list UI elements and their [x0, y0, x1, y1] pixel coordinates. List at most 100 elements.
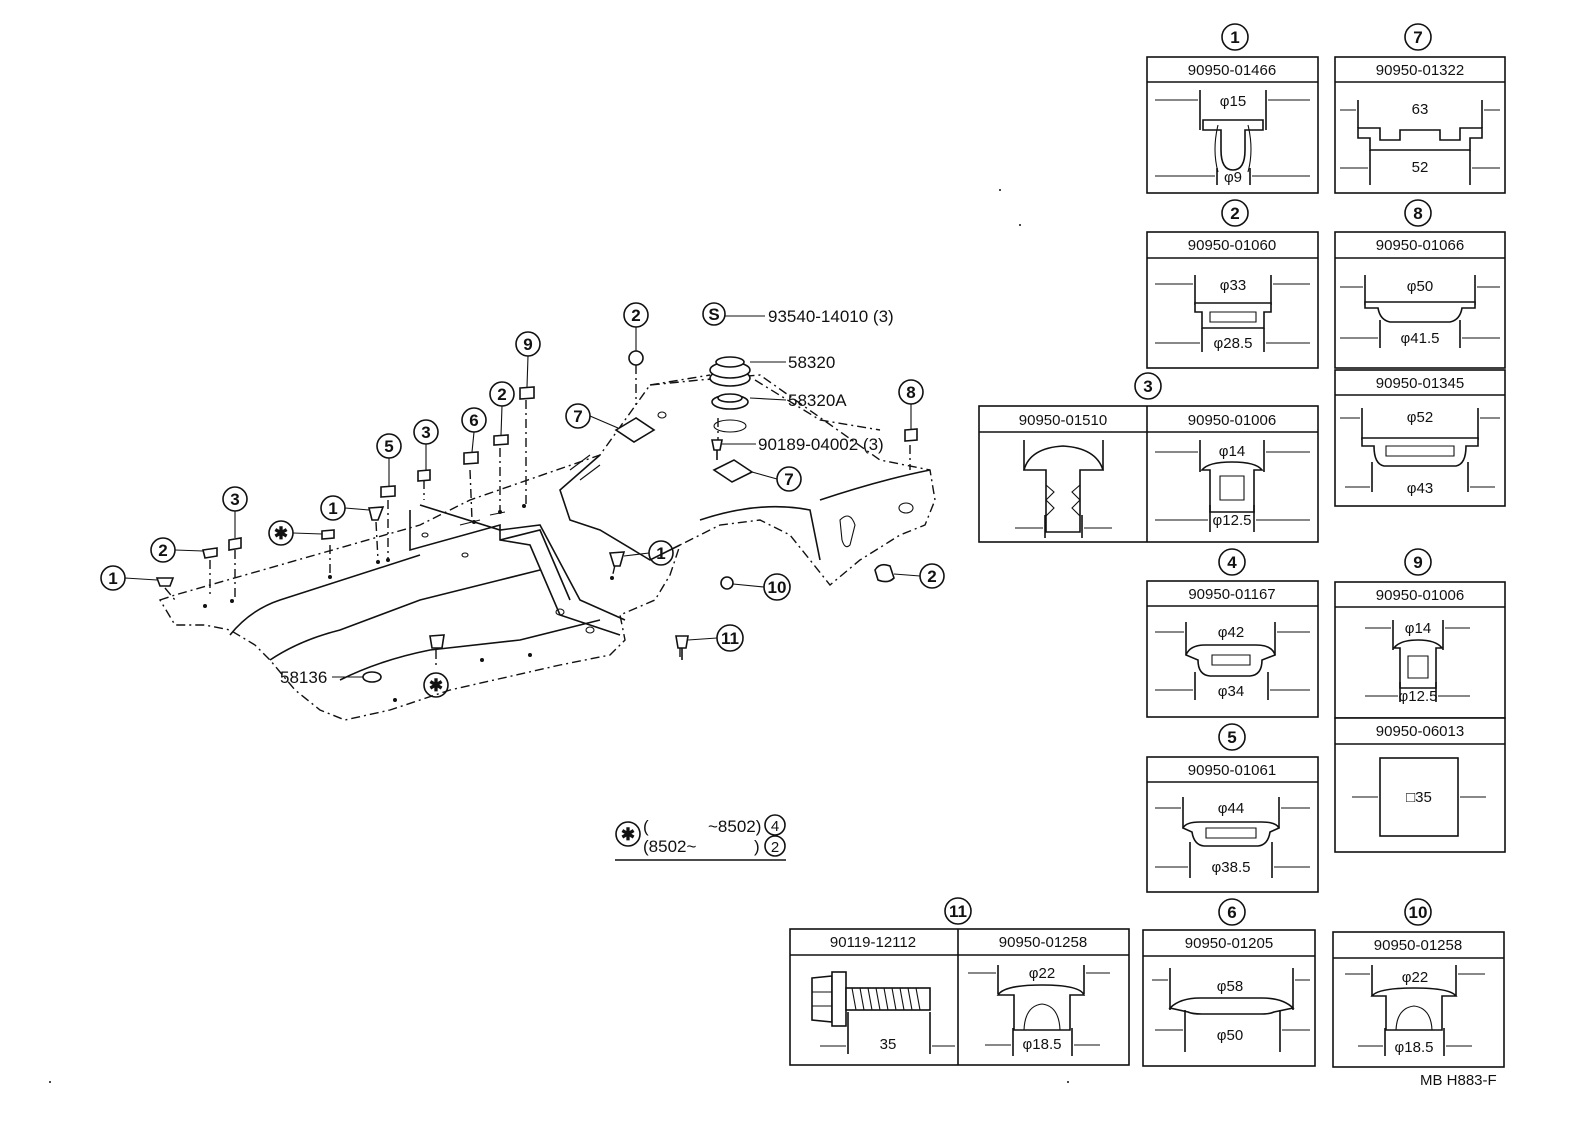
- part-detail-8: 8 90950-01066 φ50 φ41.5: [1334, 199, 1506, 369]
- svg-text:φ33: φ33: [1220, 277, 1246, 294]
- callout-8: 8: [898, 379, 924, 429]
- svg-text:90950-06013: 90950-06013: [1376, 723, 1464, 740]
- svg-text:90119-12112: 90119-12112: [830, 934, 916, 951]
- svg-text:4: 4: [771, 818, 779, 835]
- floor-pan-drawing: [158, 365, 936, 721]
- svg-text:φ52: φ52: [1407, 409, 1433, 426]
- svg-text:6: 6: [469, 411, 478, 430]
- callout-7a: 7: [565, 403, 619, 429]
- svg-text:✱: ✱: [274, 524, 288, 543]
- callout-9: 9: [515, 331, 541, 388]
- svg-text:10: 10: [1409, 903, 1428, 922]
- svg-text:4: 4: [1227, 553, 1237, 572]
- svg-text:2: 2: [771, 839, 779, 856]
- svg-text:35: 35: [880, 1036, 897, 1053]
- label-58320a: 58320A: [788, 391, 847, 410]
- svg-text:φ22: φ22: [1402, 969, 1428, 986]
- callout-3b: 3: [413, 419, 439, 470]
- svg-text:φ22: φ22: [1029, 965, 1055, 982]
- svg-text:φ42: φ42: [1218, 624, 1244, 641]
- svg-text:6: 6: [1227, 903, 1236, 922]
- svg-text:φ38.5: φ38.5: [1212, 859, 1251, 876]
- footnote: ✱ ( ~8502) 4 (8502~ ) 2: [615, 814, 786, 861]
- svg-text:φ41.5: φ41.5: [1401, 330, 1440, 347]
- label-90189-04002: 90189-04002 (3): [758, 435, 884, 454]
- svg-text:1: 1: [656, 544, 665, 563]
- svg-text:✱: ✱: [429, 676, 443, 695]
- svg-text:2: 2: [497, 385, 506, 404]
- svg-text:~8502): ~8502): [708, 817, 761, 836]
- svg-text:φ58: φ58: [1217, 978, 1243, 995]
- part-detail-8b: 90950-01345 φ52 φ43: [1334, 369, 1506, 507]
- callout-2a: 2: [150, 537, 204, 563]
- svg-text:8: 8: [1413, 204, 1422, 223]
- svg-text:φ9: φ9: [1224, 169, 1242, 186]
- svg-text:φ15: φ15: [1220, 93, 1246, 110]
- svg-text:✱: ✱: [621, 825, 635, 844]
- part-detail-5: 5 90950-01061 φ44 φ38.5: [1146, 723, 1319, 893]
- svg-text:2: 2: [158, 541, 167, 560]
- part-detail-11: 11 90119-12112 90950-01258 35 φ22 φ18.5: [789, 897, 1130, 1066]
- svg-text:90950-01006: 90950-01006: [1376, 587, 1464, 604]
- svg-text:8: 8: [906, 383, 915, 402]
- part-detail-2: 2 90950-01060 φ33 φ28.5: [1146, 199, 1319, 369]
- svg-text:5: 5: [1227, 728, 1236, 747]
- callout-asterisk-a: ✱: [268, 520, 323, 546]
- svg-text:2: 2: [1230, 204, 1239, 223]
- part-detail-1: 1 90950-01466 φ15 φ9: [1146, 23, 1319, 194]
- svg-text:3: 3: [1143, 377, 1152, 396]
- callout-3a: 3: [222, 486, 248, 538]
- svg-text:φ50: φ50: [1407, 278, 1433, 295]
- part-detail-10: 10 90950-01258 φ22 φ18.5: [1332, 898, 1505, 1068]
- part-detail-7: 7 90950-01322 63 52: [1334, 23, 1506, 194]
- svg-text:φ50: φ50: [1217, 1027, 1243, 1044]
- svg-text:90950-01066: 90950-01066: [1376, 237, 1464, 254]
- callout-1b: 1: [320, 495, 370, 521]
- callout-1a: 1: [100, 565, 158, 591]
- svg-text:63: 63: [1412, 101, 1429, 118]
- callout-s: S: [702, 302, 765, 326]
- svg-text:φ28.5: φ28.5: [1214, 335, 1253, 352]
- svg-text:S: S: [708, 305, 719, 324]
- svg-text:90950-01167: 90950-01167: [1188, 586, 1275, 603]
- svg-text:φ12.5: φ12.5: [1399, 688, 1438, 705]
- svg-text:): ): [754, 837, 760, 856]
- svg-text:7: 7: [784, 470, 793, 489]
- callout-6: 6: [461, 407, 487, 453]
- svg-text:φ18.5: φ18.5: [1023, 1036, 1062, 1053]
- part-detail-3: 3 90950-01510 90950-01006 φ14 φ12.5: [978, 372, 1319, 543]
- svg-text:11: 11: [949, 902, 967, 921]
- svg-text:1: 1: [108, 569, 117, 588]
- svg-text:□35: □35: [1406, 789, 1432, 806]
- svg-text:7: 7: [573, 407, 582, 426]
- svg-text:φ14: φ14: [1219, 443, 1245, 460]
- svg-text:10: 10: [768, 578, 787, 597]
- drawing-code: MB H883-F: [1420, 1072, 1497, 1089]
- svg-text:9: 9: [523, 335, 532, 354]
- svg-text:φ12.5: φ12.5: [1213, 512, 1252, 529]
- svg-text:2: 2: [631, 306, 640, 325]
- svg-text:90950-01205: 90950-01205: [1185, 935, 1273, 952]
- callout-asterisk-b: ✱: [423, 672, 449, 698]
- svg-text:90950-01345: 90950-01345: [1376, 375, 1464, 392]
- part-detail-6: 6 90950-01205 φ58 φ50: [1142, 898, 1316, 1067]
- callout-7b: 7: [751, 466, 802, 492]
- part-detail-4: 4 90950-01167 φ42 φ34: [1146, 548, 1319, 718]
- svg-text:7: 7: [1413, 28, 1422, 47]
- callout-2d: 2: [893, 563, 945, 589]
- svg-text:3: 3: [230, 490, 239, 509]
- svg-text:90950-01258: 90950-01258: [1374, 937, 1462, 954]
- svg-text:5: 5: [384, 437, 393, 456]
- svg-text:90950-01466: 90950-01466: [1188, 62, 1276, 79]
- label-58136: 58136: [280, 668, 327, 687]
- svg-text:90950-01322: 90950-01322: [1376, 62, 1464, 79]
- svg-text:φ14: φ14: [1405, 620, 1431, 637]
- svg-text:11: 11: [721, 629, 739, 648]
- part-detail-9b: 90950-06013 □35: [1334, 717, 1506, 853]
- svg-text:φ43: φ43: [1407, 480, 1433, 497]
- svg-text:φ34: φ34: [1218, 683, 1244, 700]
- svg-text:(8502~: (8502~: [643, 837, 696, 856]
- part-detail-9: 9 90950-01006 φ14 φ12.5: [1334, 548, 1506, 719]
- svg-text:90950-01510: 90950-01510: [1019, 412, 1107, 429]
